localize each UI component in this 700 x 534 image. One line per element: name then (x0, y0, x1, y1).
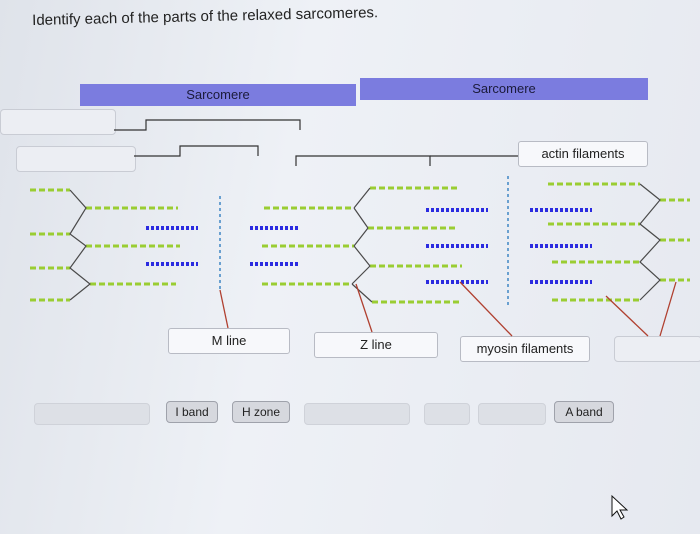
drop-target-2[interactable] (16, 146, 136, 172)
label-actin-filaments[interactable]: actin filaments (518, 141, 648, 167)
label-myosin-filaments[interactable]: myosin filaments (460, 336, 590, 362)
chip-a-band[interactable]: A band (554, 401, 614, 423)
cursor-icon (611, 494, 629, 520)
label-z-line[interactable]: Z line (314, 332, 438, 358)
sarcomere-header-1: Sarcomere (80, 84, 356, 106)
word-bank-slot-2[interactable] (304, 403, 410, 425)
chip-i-band[interactable]: I band (166, 401, 218, 423)
m-lines (219, 176, 509, 306)
bracket-lines (114, 119, 518, 166)
label-m-line[interactable]: M line (168, 328, 290, 354)
myosin-filaments (146, 208, 592, 284)
sarcomere-header-2: Sarcomere (360, 78, 648, 100)
word-bank-slot-1[interactable] (34, 403, 150, 425)
drop-target-1[interactable] (0, 109, 116, 135)
chip-h-zone[interactable]: H zone (232, 401, 290, 423)
word-bank-slot-3[interactable] (424, 403, 470, 425)
word-bank-slot-4[interactable] (478, 403, 546, 425)
actin-filaments (30, 182, 690, 304)
z-lines (69, 183, 661, 303)
leader-lines (219, 281, 677, 337)
drop-target-3[interactable] (614, 336, 700, 362)
